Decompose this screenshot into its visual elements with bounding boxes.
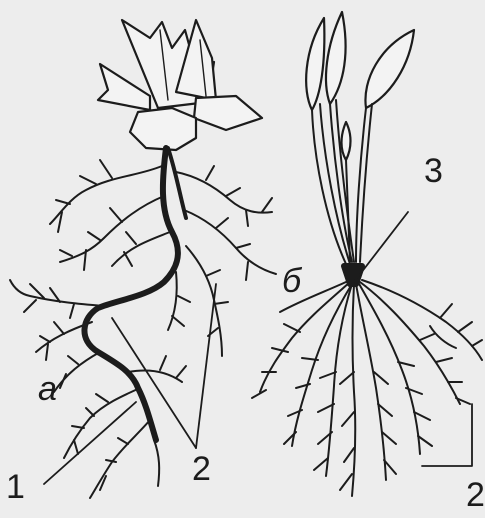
plant-b-leaders (354, 212, 472, 466)
leader-line-2-right (422, 404, 472, 466)
plant-a (10, 20, 276, 498)
label-a: а (38, 372, 57, 406)
plant-a-leaders (44, 284, 216, 484)
label-b: б (282, 264, 301, 298)
plant-a-laterals-right (128, 166, 276, 382)
leader-line-2b (196, 284, 216, 448)
plant-a-leaves (98, 20, 262, 150)
plant-a-laterals (10, 160, 170, 498)
leader-line-1 (44, 402, 136, 484)
label-2-right: 2 (466, 478, 485, 512)
plant-b-stems (312, 100, 372, 264)
label-1: 1 (6, 470, 25, 504)
plant-b-fibrous-roots (252, 280, 482, 496)
label-2-left: 2 (192, 452, 211, 486)
label-3: 3 (424, 154, 443, 188)
plant-b (252, 12, 482, 496)
